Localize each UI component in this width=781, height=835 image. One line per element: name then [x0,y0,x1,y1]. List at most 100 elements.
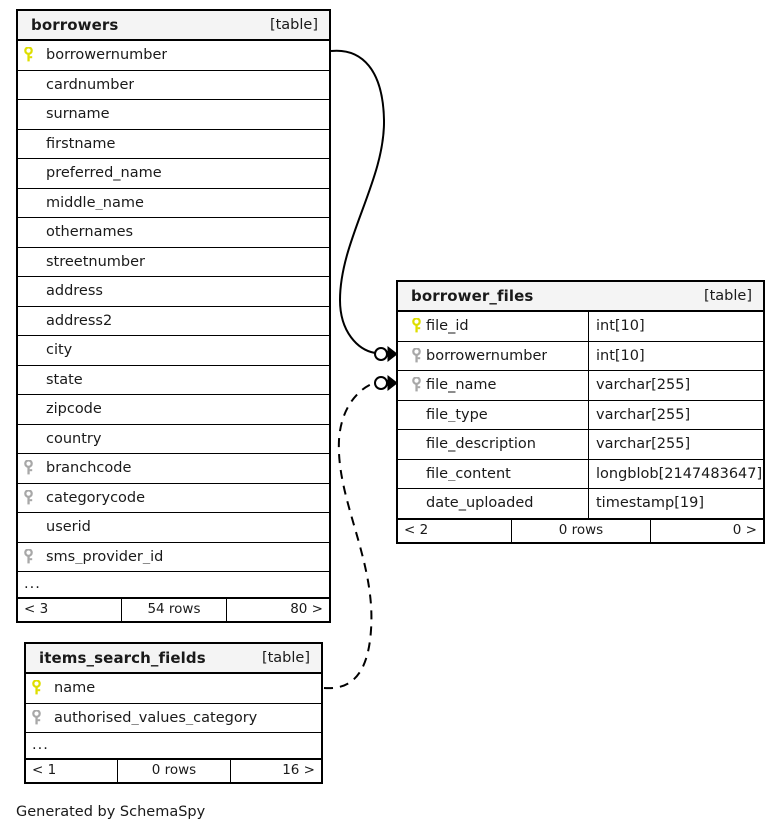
primary-key-icon [26,674,46,703]
column-name: address [46,284,103,299]
table-row[interactable]: file_name varchar[255] [398,371,763,401]
table-row[interactable]: authorised_values_category [26,704,321,733]
key-placeholder [18,277,38,306]
table-header-borrower-files[interactable]: borrower_files [table] [398,282,763,312]
table-row[interactable]: file_type varchar[255] [398,400,763,430]
table-node-items-search-fields[interactable]: items_search_fields [table] name authori… [24,642,323,784]
key-placeholder [18,395,38,424]
key-placeholder [18,218,38,247]
column-name: zipcode [46,402,102,417]
table-title: borrower_files [411,286,534,305]
column-type: varchar[255] [596,377,691,393]
table-row[interactable]: categorycode [18,484,329,513]
table-row[interactable]: preferred_name [18,159,329,189]
edge-cardinality-circle [374,376,388,390]
generated-by-caption: Generated by SchemaSpy [16,804,206,820]
foreign-key-icon [26,704,46,733]
table-row[interactable]: file_id int[10] [398,312,763,342]
column-name: streetnumber [46,254,146,269]
table-type-tag: [table] [269,16,318,33]
table-row[interactable]: othernames [18,218,329,248]
column-name: address2 [46,313,113,328]
primary-key-icon [18,41,38,70]
foreign-key-icon [406,377,426,393]
table-row[interactable]: sms_provider_id [18,543,329,572]
footer-row-count: 0 rows [511,519,650,542]
key-placeholder [18,159,38,188]
footer-next-count[interactable]: 80 > [226,599,329,621]
column-name: userid [46,520,91,535]
table-row[interactable]: streetnumber [18,248,329,277]
column-name: branchcode [46,461,132,476]
key-placeholder [18,71,38,100]
key-placeholder [18,366,38,395]
table-row[interactable]: branchcode [18,454,329,484]
table-row[interactable]: cardnumber [18,71,329,100]
footer-prev-count[interactable]: < 1 [32,762,57,779]
table-row[interactable]: state [18,366,329,395]
key-placeholder [18,189,38,218]
key-placeholder [18,248,38,277]
table-node-borrower-files[interactable]: borrower_files [table] file_id int[10] b… [396,280,765,544]
table-row[interactable]: firstname [18,130,329,159]
table-row[interactable]: file_content longblob[2147483647] [398,459,763,489]
table-row[interactable]: zipcode [18,395,329,425]
edge-cardinality-circle [374,347,388,361]
column-type: timestamp[19] [596,495,704,511]
column-name: middle_name [46,195,144,210]
table-row[interactable]: file_description varchar[255] [398,430,763,460]
foreign-key-icon [406,347,426,364]
column-type: int[10] [596,318,645,334]
table-row[interactable]: address2 [18,307,329,336]
footer-next-count[interactable]: 0 > [649,519,763,542]
table-row[interactable]: city [18,336,329,366]
table-row[interactable]: country [18,425,329,454]
key-placeholder [18,307,38,336]
foreign-key-icon [18,543,38,572]
column-name: file_id [426,319,469,334]
column-name: borrowernumber [426,348,548,363]
column-type: varchar[255] [596,436,691,452]
column-name: surname [46,107,110,122]
column-name: authorised_values_category [54,710,258,725]
column-name: city [46,343,73,358]
column-type: varchar[255] [596,406,691,423]
column-name: sms_provider_id [46,549,164,564]
column-type: longblob[2147483647] [596,465,763,482]
more-columns-indicator: ... [18,572,329,598]
key-placeholder [18,130,38,159]
column-name: othernames [46,225,134,240]
footer-prev-count[interactable]: < 3 [24,601,49,618]
column-name: country [46,431,102,446]
column-name: borrowernumber [46,48,168,63]
footer-prev-count[interactable]: < 2 [404,521,429,538]
table-row[interactable]: middle_name [18,189,329,218]
table-row[interactable]: userid [18,513,329,543]
table-row[interactable]: borrowernumber int[10] [398,341,763,371]
table-row[interactable]: surname [18,100,329,130]
column-name: cardnumber [46,77,135,92]
table-footer-borrowers: < 3 54 rows 80 > [18,598,329,621]
key-placeholder [18,425,38,454]
table-row[interactable]: address [18,277,329,307]
key-placeholder [18,100,38,129]
column-name: date_uploaded [426,496,534,511]
table-title: borrowers [31,15,119,34]
table-node-borrowers[interactable]: borrowers [table] borrowernumber cardnum… [16,9,331,623]
column-name: file_description [426,437,536,452]
key-placeholder [18,513,38,542]
relationship-items-search-fields-borrower-files [323,374,398,690]
table-row[interactable]: name [26,674,321,704]
relationship-borrowers-borrower-files [330,49,398,363]
table-header-items-search-fields[interactable]: items_search_fields [table] [26,644,321,674]
table-footer-items-search-fields: < 1 0 rows 16 > [26,759,321,782]
foreign-key-icon [18,484,38,513]
column-name: name [54,681,96,696]
table-row[interactable]: date_uploaded timestamp[19] [398,489,763,519]
footer-row-count: 0 rows [117,760,229,782]
foreign-key-icon [18,454,38,483]
table-row[interactable]: borrowernumber [18,41,329,71]
footer-row-count: 54 rows [120,599,227,621]
table-header-borrowers[interactable]: borrowers [table] [18,11,329,41]
footer-next-count[interactable]: 16 > [229,760,321,782]
